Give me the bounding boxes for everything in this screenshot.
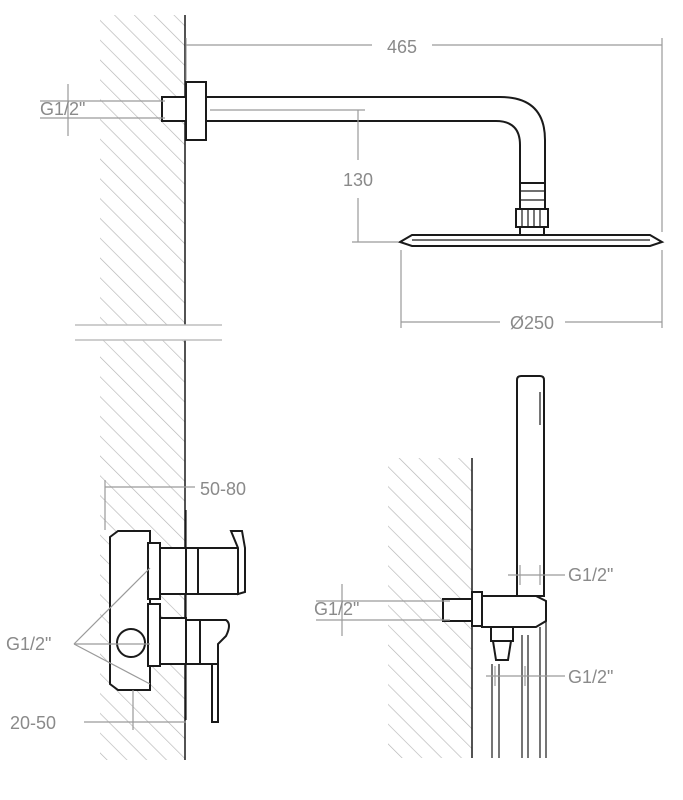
label-130: 130 [343,170,373,190]
shower-arm-assembly [161,81,665,247]
dimension-handshower-bottom: G1/2" [486,666,613,687]
label-handshower-inlet: G1/2" [314,599,359,619]
dimension-20-50: 20-50 [10,690,186,733]
dimension-diameter-250: Ø250 [400,250,663,333]
dimension-handshower-top: G1/2" [508,565,613,585]
label-handshower-bottom: G1/2" [568,667,613,687]
concealed-mixer [109,510,246,723]
dimension-mixer-threads: G1/2" [6,567,151,685]
label-thread-arm: G1/2" [40,99,85,119]
label-20-50: 20-50 [10,713,56,733]
dimension-130: 130 [210,109,398,243]
dimension-thread-arm: G1/2" [40,84,165,136]
label-diameter-250: Ø250 [510,313,554,333]
label-handshower-top: G1/2" [568,565,613,585]
dimension-465: 465 [185,37,663,232]
label-50-80: 50-80 [200,479,246,499]
hand-shower-assembly [442,375,547,758]
dimension-50-80: 50-80 [104,479,246,530]
label-465: 465 [387,37,417,57]
label-mixer-threads: G1/2" [6,634,51,654]
dimension-handshower-inlet: G1/2" [314,584,450,636]
